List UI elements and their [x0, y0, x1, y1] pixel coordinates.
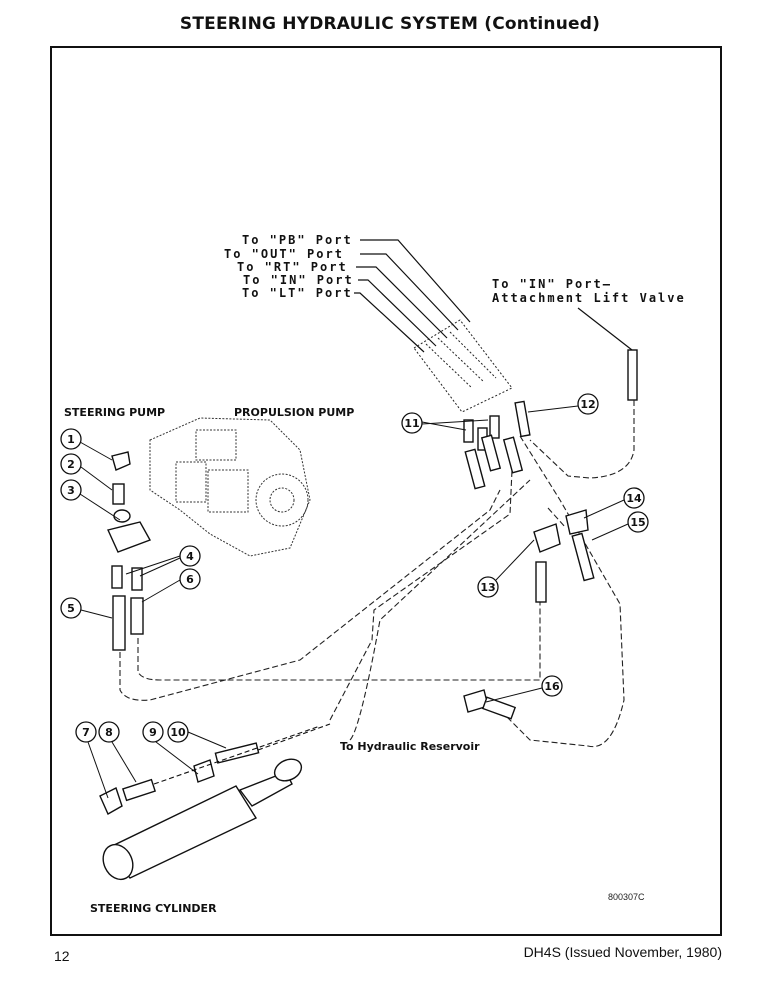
callout-16: 16 [544, 680, 560, 693]
page-number: 12 [54, 948, 70, 964]
callout-circles [60, 393, 649, 743]
port-leaders [354, 239, 471, 353]
port-label-lt: To "LT" Port [242, 286, 353, 300]
callout-4: 4 [186, 550, 194, 563]
lift-valve-label-1: To "IN" Port— [492, 277, 612, 291]
valve-fittings [463, 400, 595, 720]
port-label-in: To "IN" Port [243, 273, 354, 287]
port-label-pb: To "PB" Port [242, 233, 353, 247]
callout-7: 7 [82, 726, 90, 739]
callout-13: 13 [480, 581, 495, 594]
port-label-rt: To "RT" Port [237, 260, 348, 274]
fitting-lift-valve [627, 349, 638, 401]
issue-info: DH4S (Issued November, 1980) [523, 944, 722, 960]
callout-12: 12 [580, 398, 595, 411]
callout-9: 9 [149, 726, 157, 739]
figure-code: 800307C [608, 892, 645, 902]
diagram-frame [50, 46, 722, 936]
callout-14: 14 [626, 492, 642, 505]
callout-6: 6 [186, 573, 194, 586]
callout-leaders [79, 405, 629, 799]
reservoir-label: To Hydraulic Reservoir [340, 740, 480, 753]
callout-15: 15 [630, 516, 645, 529]
propulsion-pump-drawing [149, 417, 311, 557]
callout-8: 8 [105, 726, 113, 739]
steering-pump-fittings [107, 451, 152, 651]
callout-3: 3 [67, 484, 75, 497]
lift-valve-label-2: Attachment Lift Valve [492, 291, 686, 305]
hose-runs [119, 400, 635, 748]
steering-pump-label: STEERING PUMP [64, 406, 165, 419]
port-label-out: To "OUT" Port [224, 247, 344, 261]
callout-10: 10 [170, 726, 186, 739]
hose-bundle [413, 319, 513, 413]
callout-5: 5 [67, 602, 75, 615]
steering-cylinder-label: STEERING CYLINDER [90, 902, 217, 915]
callout-1: 1 [67, 433, 75, 446]
callout-2: 2 [67, 458, 75, 471]
callout-11: 11 [404, 417, 419, 430]
propulsion-pump-label: PROPULSION PUMP [234, 406, 354, 419]
steering-cylinder-drawing [99, 742, 303, 881]
callout-numbers: 1 2 3 4 5 6 7 8 9 10 11 12 13 14 15 16 [67, 398, 645, 739]
page-title: STEERING HYDRAULIC SYSTEM (Continued) [179, 14, 601, 34]
